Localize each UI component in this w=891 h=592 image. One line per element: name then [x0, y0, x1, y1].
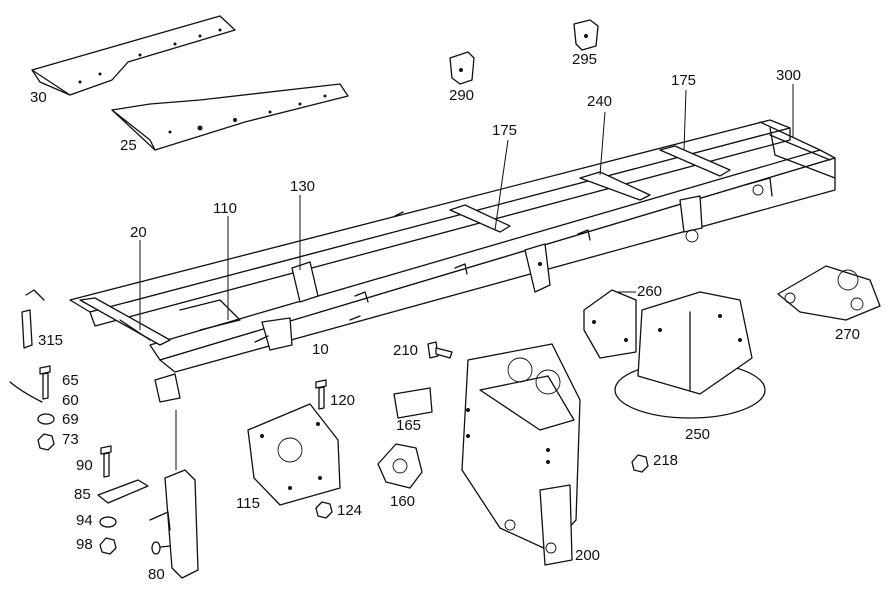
part-73-nut[interactable]	[37, 433, 55, 451]
callout-295[interactable]: 295	[572, 51, 598, 68]
part-295-bracket[interactable]	[573, 19, 599, 51]
callout-69[interactable]: 69	[62, 411, 79, 428]
part-60-pin[interactable]	[9, 381, 43, 403]
callout-20[interactable]: 20	[130, 224, 147, 241]
callout-210[interactable]: 210	[393, 342, 419, 359]
callout-130[interactable]: 130	[290, 178, 316, 195]
callout-25[interactable]: 25	[120, 137, 137, 154]
part-65-bolt[interactable]	[39, 365, 51, 400]
callout-10[interactable]: 10	[312, 341, 329, 358]
callout-315[interactable]: 315	[38, 332, 64, 349]
callout-94[interactable]: 94	[76, 512, 93, 529]
part-69-washer[interactable]	[37, 413, 55, 425]
part-160-bracket[interactable]	[377, 443, 423, 489]
part-315-pin[interactable]	[21, 289, 45, 349]
part-165-clamp[interactable]	[393, 387, 433, 419]
callout-65[interactable]: 65	[62, 372, 79, 389]
callout-110[interactable]: 110	[213, 200, 237, 217]
chassis-frame[interactable]	[69, 119, 836, 403]
callout-98[interactable]: 98	[76, 536, 93, 553]
callout-160[interactable]: 160	[390, 493, 416, 510]
part-124-nut[interactable]	[315, 501, 333, 519]
part-250-plate[interactable]	[614, 291, 766, 419]
callout-165[interactable]: 165	[396, 417, 422, 434]
part-218-nut[interactable]	[631, 454, 649, 473]
part-90-bolt[interactable]	[100, 445, 112, 478]
part-30-plate[interactable]	[31, 15, 236, 96]
part-270-bracket[interactable]	[777, 265, 881, 321]
part-25-plate[interactable]	[111, 83, 349, 151]
part-120-bolt[interactable]	[315, 379, 327, 410]
callout-218[interactable]: 218	[653, 452, 679, 469]
callout-260[interactable]: 260	[637, 283, 663, 300]
callout-124[interactable]: 124	[337, 502, 363, 519]
callout-85[interactable]: 85	[74, 486, 91, 503]
part-200-spring-bracket[interactable]	[461, 343, 581, 566]
callout-30[interactable]: 30	[30, 89, 47, 106]
part-85-plate[interactable]	[97, 479, 149, 504]
part-80-spring-hanger[interactable]	[149, 469, 199, 579]
callout-240[interactable]: 240	[587, 93, 613, 110]
callout-175-front[interactable]: 175	[492, 122, 518, 139]
callout-115[interactable]: 115	[236, 495, 260, 512]
part-115-bracket[interactable]	[247, 403, 341, 506]
callout-90[interactable]: 90	[76, 457, 93, 474]
callout-73[interactable]: 73	[62, 431, 79, 448]
callout-60[interactable]: 60	[62, 392, 79, 409]
callout-290[interactable]: 290	[449, 87, 475, 104]
callout-250[interactable]: 250	[685, 426, 711, 443]
part-210-bolt[interactable]	[427, 341, 453, 359]
callout-175-rear[interactable]: 175	[671, 72, 697, 89]
leader-lines	[139, 84, 794, 470]
part-98-nut[interactable]	[99, 537, 117, 555]
callout-120[interactable]: 120	[330, 392, 356, 409]
callout-300[interactable]: 300	[776, 67, 802, 84]
part-290-bracket[interactable]	[449, 51, 475, 85]
callout-80[interactable]: 80	[148, 566, 165, 583]
callout-200[interactable]: 200	[575, 547, 601, 564]
part-94-washer[interactable]	[99, 516, 117, 528]
callout-270[interactable]: 270	[835, 326, 861, 343]
part-260-gusset[interactable]	[583, 289, 637, 359]
